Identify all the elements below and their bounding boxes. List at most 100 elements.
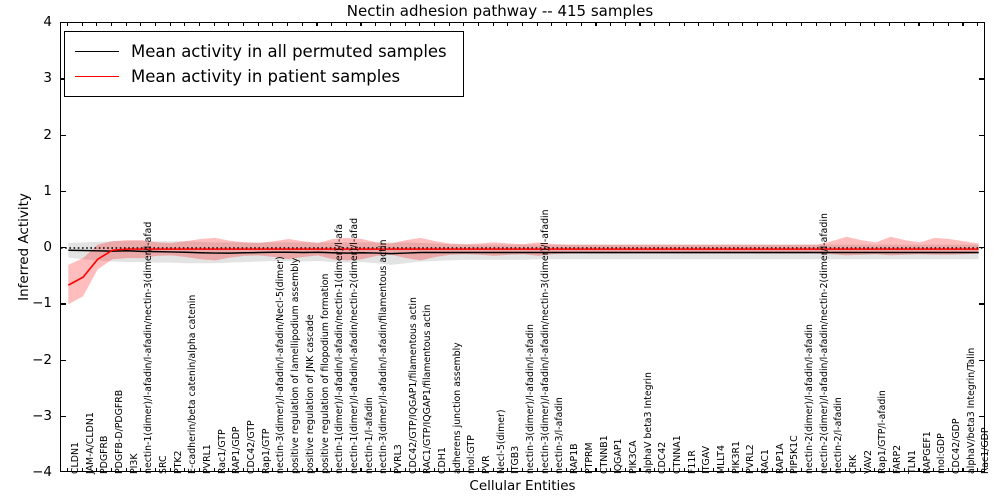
y-tick-label: 3 (43, 70, 52, 87)
y-tick-mark (60, 78, 66, 80)
y-tick-label: 0 (43, 239, 52, 255)
x-tick-label: SRC (158, 455, 170, 474)
x-tick-label: CLDN1 (69, 442, 81, 474)
x-tick-label: IQGAP1 (613, 438, 625, 474)
x-tick-label: PIK3CA (627, 440, 639, 475)
x-tick-label: RAP1B (569, 443, 581, 474)
x-tick-label: RAP1/GDP (231, 426, 243, 474)
x-tick-label: PIK3R1 (730, 440, 742, 474)
y-tick-mark (979, 359, 985, 361)
x-tick-label: PVRL1 (202, 444, 214, 474)
x-tick-label: alphaV beta3 Integrin (642, 372, 654, 474)
x-tick-label: nectin-3/l-afadin (554, 397, 566, 474)
x-tick-label: adherens junction assembly (451, 342, 463, 474)
x-tick-label: nectin-1(dimer)/l-afadin/l-afadin/nectin… (143, 221, 155, 474)
y-tick-mark (60, 190, 66, 193)
x-tick-label: PI3K (128, 453, 140, 474)
x-tick-label: nectin-1/l-afadin (363, 397, 375, 474)
y-tick-label: −4 (32, 464, 52, 480)
y-tick-mark (60, 134, 66, 136)
y-tick-label: 1 (43, 182, 52, 199)
series-canvas (61, 236, 984, 305)
x-tick-label: ITGB3 (510, 445, 522, 474)
x-tick-label: CDH1 (437, 447, 448, 474)
y-tick-mark (979, 303, 985, 305)
x-tick-label: nectin-2(dimer)/l-afadin/l-afadin (804, 324, 816, 474)
x-tick-label: nectin-3(dimer)/l-afadin/l-afadin/filame… (378, 239, 390, 474)
x-tick-label: PDGFRB (99, 435, 111, 474)
legend: Mean activity in all permuted samples Me… (64, 31, 464, 97)
y-tick-mark (979, 415, 985, 418)
chart-title: Nectin adhesion pathway -- 415 samples (346, 2, 654, 20)
y-tick-label: −2 (32, 351, 52, 368)
y-tick-label: −1 (32, 295, 52, 312)
x-tick-label: PIP5K1C (789, 435, 801, 474)
x-tick-label: alphaV/beta3 Integrin/Talin (965, 347, 977, 474)
series-line (67, 248, 979, 286)
plot-area (60, 22, 985, 472)
x-tick-label: E-cadherin/beta catenin/alpha catenin (187, 294, 199, 474)
x-tick-label: positive regulation of filopodium format… (319, 273, 331, 474)
x-tick-label: CDC42/GTP/IQGAP1/filamentous actin (407, 297, 419, 474)
x-tick-label: positive regulation of lamellipodium ass… (290, 257, 302, 474)
x-tick-label: positive regulation of JNK cascade (304, 314, 316, 474)
x-tick-label: PDGFB-D/PDGFRB (113, 389, 125, 474)
series-line (68, 249, 979, 255)
plot-clip (61, 23, 984, 471)
legend-label-patient: Mean activity in patient samples (131, 67, 401, 86)
x-tick-label: RAPGEF1 (921, 431, 933, 474)
x-tick-label: nectin-3(dimer)/l-afadin/l-afadin (525, 324, 537, 474)
x-tick-label: Rac1/GTP (216, 429, 228, 474)
x-tick-label: nectin-1(dimer)/l-afadin/l-afadin/nectin… (348, 217, 360, 474)
x-tick-label: Necl-5(dimer) (495, 409, 507, 474)
y-tick-mark (60, 415, 66, 418)
x-tick-label: Rap1/GTP (260, 428, 272, 474)
y-axis-title: Inferred Activity (16, 193, 32, 301)
y-tick-label: −3 (32, 407, 52, 424)
legend-swatch-permuted (75, 51, 119, 52)
x-tick-label: MLLT4 (715, 445, 727, 474)
x-tick-label: mol:GDP (936, 433, 948, 474)
x-tick-label: nectin-1(dimer)/l-afadin/l-afadin/nectin… (334, 223, 346, 474)
y-tick-mark (60, 359, 66, 361)
x-tick-label: Rap1/GTP/l-afadin (877, 390, 889, 474)
x-tick-label: VAV2 (862, 449, 874, 474)
x-tick-label: CDC42/GDP (950, 418, 962, 474)
x-tick-label: nectin-2(dimer)/l-afadin/l-afadin/nectin… (818, 213, 830, 474)
x-tick-label: PTPRM (583, 442, 595, 474)
y-tick-mark (979, 247, 985, 249)
x-tick-label: RAC1 (760, 449, 772, 474)
confidence-band (68, 236, 979, 305)
x-tick-label: CTNNA1 (671, 435, 683, 474)
x-tick-label: CDC42 (657, 441, 669, 474)
x-tick-label: CTNNB1 (598, 435, 610, 474)
y-tick-mark (979, 190, 985, 193)
x-tick-label: RAP1A (774, 443, 786, 474)
legend-item: Mean activity in all permuted samples (75, 39, 447, 64)
legend-swatch-patient (75, 76, 119, 77)
y-tick-mark (60, 247, 66, 249)
y-tick-label: 2 (43, 126, 52, 143)
legend-label-permuted: Mean activity in all permuted samples (131, 42, 447, 61)
y-tick-label: 4 (43, 14, 52, 30)
x-tick-label: TLN1 (906, 450, 918, 474)
x-tick-label: PVR (481, 455, 493, 474)
y-tick-mark (979, 134, 985, 136)
x-tick-label: nectin-3(dimer)/l-afadin/l-afadin/nectin… (539, 209, 551, 474)
x-tick-label: CDC42/GTP (246, 420, 258, 474)
x-tick-label: ITGAV (701, 446, 713, 474)
x-tick-label: PVRL2 (745, 444, 757, 474)
x-tick-label: F11R (686, 450, 698, 474)
x-tick-label: Rac1/GDP (980, 427, 992, 474)
x-tick-label: PTK2 (172, 450, 184, 475)
legend-item: Mean activity in patient samples (75, 64, 447, 89)
x-tick-label: PVRL3 (392, 444, 404, 474)
x-tick-label: JAM-A/CLDN1 (84, 412, 96, 474)
x-tick-label: nectin-3(dimer)/l-afadin/l-afadin/Necl-5… (275, 256, 287, 474)
x-tick-label: FARP2 (892, 444, 904, 474)
y-tick-mark (979, 78, 985, 80)
x-tick-label: CRK (848, 454, 860, 474)
y-tick-mark (60, 303, 66, 305)
x-axis-title: Cellular Entities (469, 478, 576, 494)
